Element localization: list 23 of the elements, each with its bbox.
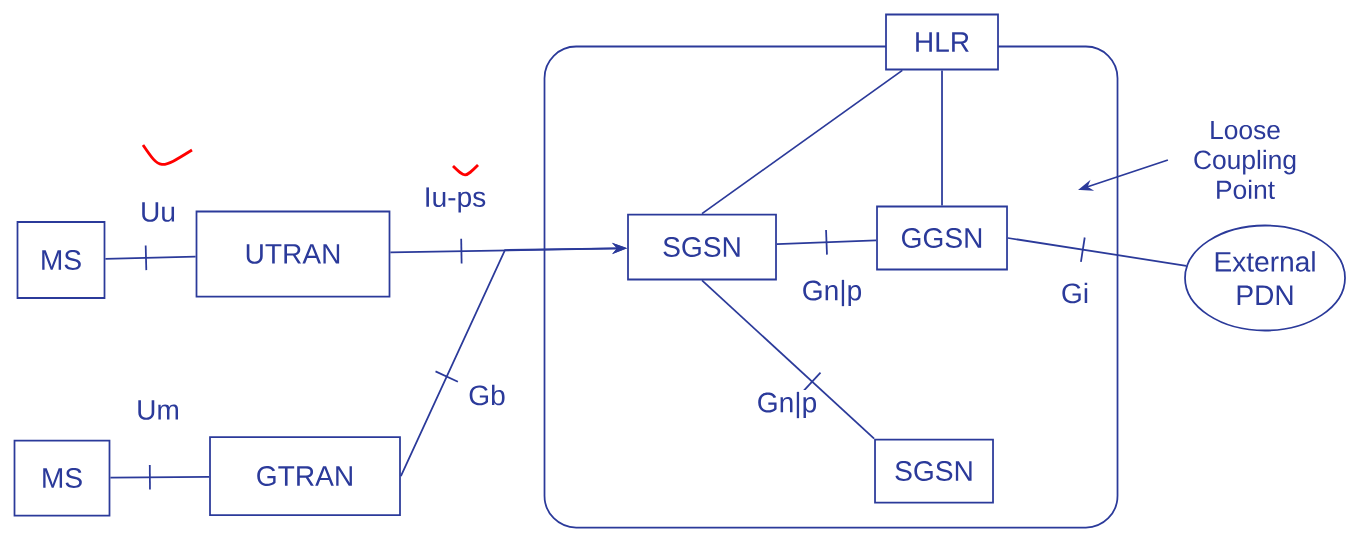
process-box: SGSN: [874, 438, 994, 504]
process-box: GGSN: [876, 205, 1008, 271]
connector-line: [941, 69, 943, 207]
process-box: MS: [16, 221, 106, 299]
process-box: GTRAN: [209, 436, 401, 516]
edge-label: Um: [134, 398, 182, 422]
edge-label: Gn|p: [755, 390, 819, 420]
edge-label: Uu: [138, 200, 178, 224]
connector-line: [776, 239, 877, 246]
connector-line: [109, 475, 210, 479]
edge-label: Gi: [1059, 280, 1091, 306]
note-text: Loose Coupling Point: [1194, 120, 1296, 200]
process-box: SGSN: [627, 213, 777, 281]
process-box: HLR: [885, 13, 999, 71]
edge-label: Iu-ps: [422, 185, 488, 215]
edge-label: Gb: [466, 382, 508, 408]
connector-line: [1007, 237, 1188, 267]
connector-line: [701, 279, 875, 440]
connector-line: [104, 255, 197, 260]
process-box: UTRAN: [195, 210, 391, 298]
connector-line: [701, 69, 904, 215]
process-box: MS: [13, 439, 111, 517]
edge-label: Gn|p: [800, 278, 864, 308]
